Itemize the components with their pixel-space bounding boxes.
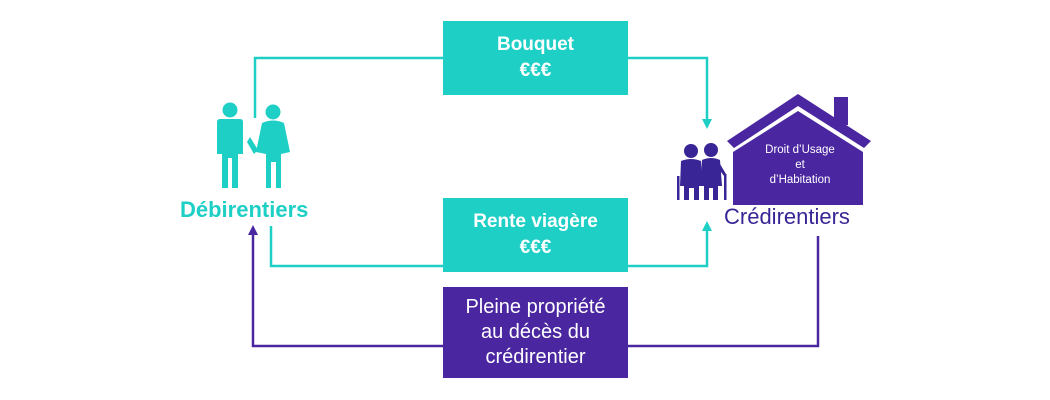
elderly-couple-icon (677, 143, 727, 200)
propriete-line2: au décès du (481, 321, 590, 343)
propriete-box: Pleine propriété au décès du crédirentie… (443, 287, 628, 378)
propriete-line1: Pleine propriété (465, 296, 606, 318)
bouquet-title: Bouquet (496, 34, 575, 55)
bouquet-amount: €€€ (519, 60, 552, 81)
rente-title: Rente viagère (473, 211, 598, 232)
debirentiers-label: Débirentiers (180, 197, 309, 222)
house-line1: Droit d’Usage (765, 144, 835, 156)
couple-icon (217, 102, 290, 188)
bouquet-box: Bouquet €€€ (443, 21, 628, 95)
rente-box: Rente viagère €€€ (443, 198, 628, 272)
house-line2: et (795, 159, 805, 171)
propriete-line3: crédirentier (485, 346, 586, 368)
house-icon (727, 94, 871, 205)
house-text: Droit d’Usage et d’Habitation (748, 143, 852, 188)
credirentiers-label: Crédirentiers (724, 204, 850, 229)
rente-amount: €€€ (519, 237, 552, 258)
house-line3: d’Habitation (769, 174, 831, 186)
